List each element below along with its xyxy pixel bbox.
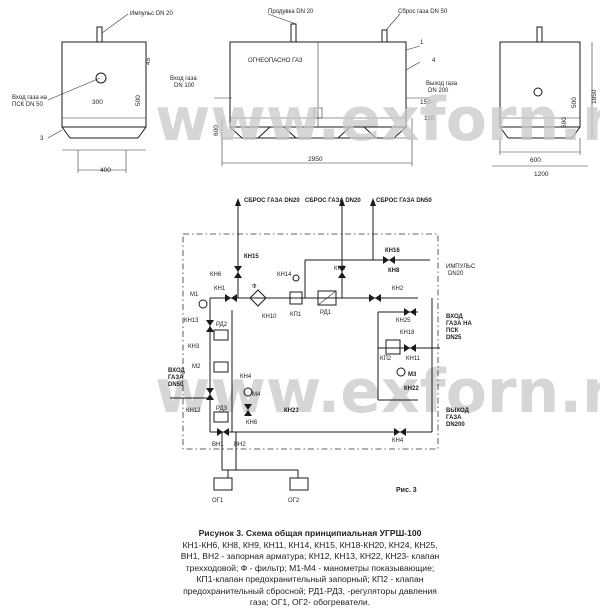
kn-bottom-label: КН6 <box>246 420 258 426</box>
kn9-label: КН9 <box>334 266 346 272</box>
schematic-components <box>198 256 416 491</box>
kp1-symbol <box>289 291 303 305</box>
rd2-label: РД2 <box>216 322 228 328</box>
filter-symbol <box>249 289 267 307</box>
right-side-view <box>492 26 593 167</box>
kn3-label: КН3 <box>188 344 200 350</box>
impulse-label: Импульс DN 20 <box>130 11 174 17</box>
dim-400: 400 <box>100 167 111 174</box>
outlet-200-label-2: DN 200 <box>428 88 449 94</box>
inlet-left-2: ГАЗА <box>168 375 184 381</box>
m4-label: М4 <box>252 392 261 398</box>
kp2-label: КП2 <box>380 356 392 362</box>
m1-label: М1 <box>190 292 199 298</box>
figure-caption: Рисунок 3. Схема общая принципиальная УГ… <box>160 528 460 609</box>
caption-title: Рисунок 3. Схема общая принципиальная УГ… <box>198 528 422 538</box>
m2-label: М2 <box>192 364 201 370</box>
caption-line: КП1-клапан предохранительный запорный; К… <box>196 574 424 584</box>
kn6-label: КН6 <box>210 272 222 278</box>
og2-label: ОГ2 <box>288 498 300 504</box>
kn-out-label: КН4 <box>392 438 404 444</box>
kn13-label: КН13 <box>184 318 199 324</box>
release-dn20-1-label: СБРОС ГАЗА DN20 <box>244 198 300 204</box>
kn2-label: КН2 <box>392 286 404 292</box>
callout-4: 4 <box>432 58 436 64</box>
dim-600: 600 <box>213 125 220 136</box>
callout-3: 3 <box>40 136 44 142</box>
watermark-top: www.exforn.ru <box>155 85 600 155</box>
dim-500-right: 500 <box>571 97 578 108</box>
outlet-2: ГАЗА <box>446 415 462 421</box>
kn22-label: КН22 <box>404 386 419 392</box>
dim-300: 300 <box>92 99 103 106</box>
kn15-label: КН15 <box>244 254 259 260</box>
caption-line: газа; ОГ1, ОГ2- обогреватели. <box>249 597 371 607</box>
f-label: Ф <box>252 284 257 290</box>
kn23-label: КН23 <box>284 408 299 414</box>
inlet-left-1: ВХОД <box>168 368 186 374</box>
kp1-label: КП1 <box>290 312 302 318</box>
inlet-right-1: ВХОД <box>446 314 464 320</box>
outlet-1: ВЫХОД <box>446 408 470 414</box>
dim-45: 45 <box>145 57 152 65</box>
rd3-label: РД3 <box>216 406 228 412</box>
caption-line: КН1-КН6, КН8, КН9, КН11, КН14, КН15, КН1… <box>182 539 438 550</box>
front-view <box>214 13 430 166</box>
kn25-label: КН25 <box>396 318 411 324</box>
outlet-3: DN200 <box>446 422 465 428</box>
schematic-pipes <box>170 198 440 478</box>
og1-label: ОГ1 <box>212 498 224 504</box>
inlet-right-2: ГАЗА НА <box>446 321 472 327</box>
dim-2950: 2950 <box>308 156 323 163</box>
caption-line: предохранительный сбросной; РД1-РД3, -ре… <box>183 585 437 596</box>
figure-label: Рис. 3 <box>396 487 417 494</box>
caption-line: трехходовой; Ф - фильтр; М1-М4 - маномет… <box>185 562 435 573</box>
impulse-dn20-label: DN20 <box>448 271 464 277</box>
impulse-schem-label: ИМПУЛЬС <box>446 264 476 270</box>
release-dn20-2-label: СБРОС ГАЗА DN20 <box>305 198 361 204</box>
vn2-label: ВН2 <box>234 442 246 448</box>
m3-label: М3 <box>408 372 417 378</box>
caption-line: ВН1, ВН2 - запорная арматура; КН12, КН13… <box>180 551 440 561</box>
release-dn50-label: СБРОС ГАЗА DN50 <box>376 198 432 204</box>
kn12-label: КН12 <box>186 408 201 414</box>
inlet-psk-label: Вход газа на <box>12 95 48 101</box>
dim-600-right: 600 <box>530 157 541 164</box>
purge-label: Продувка DN 20 <box>268 9 314 15</box>
inlet-100-label: Вход газа <box>170 76 197 82</box>
dim-590: 590 <box>561 117 568 128</box>
dim-1850: 1850 <box>591 89 598 104</box>
dim-500-left: 500 <box>135 95 142 106</box>
inlet-right-3: ПСК <box>446 328 459 334</box>
kn18-label: КН18 <box>400 330 415 336</box>
kn11-label: КН11 <box>406 356 421 362</box>
kn4-label: КН4 <box>240 374 252 380</box>
flammable-label: ОГНЕОПАСНО ГАЗ <box>248 58 303 64</box>
schematic-frame <box>182 233 439 450</box>
gas-release-label: Сброс газа DN 50 <box>398 9 448 15</box>
dim-150: 150 <box>420 99 431 106</box>
inlet-psk-label-2: ПСК DN 50 <box>12 102 43 108</box>
kn20-like-label: КН10 <box>262 314 277 320</box>
kn1-label: КН1 <box>214 286 226 292</box>
rd1-label: РД1 <box>320 310 332 316</box>
inlet-100-label-2: DN 100 <box>174 83 195 89</box>
left-side-view <box>47 13 147 173</box>
vn1-label: ВН1 <box>212 442 224 448</box>
kn14-label: КН14 <box>277 272 292 278</box>
dim-1200: 1200 <box>534 171 549 178</box>
inlet-right-4: DN25 <box>446 335 462 341</box>
rd1-symbol <box>317 290 337 306</box>
callout-1: 1 <box>420 40 424 46</box>
inlet-left-3: DN50 <box>168 382 184 388</box>
kn16-label: КН16 <box>385 248 400 254</box>
outlet-200-label: Выход газа <box>426 81 458 87</box>
kn8-label: КН8 <box>388 268 400 274</box>
dim-110: 110 <box>424 115 435 122</box>
